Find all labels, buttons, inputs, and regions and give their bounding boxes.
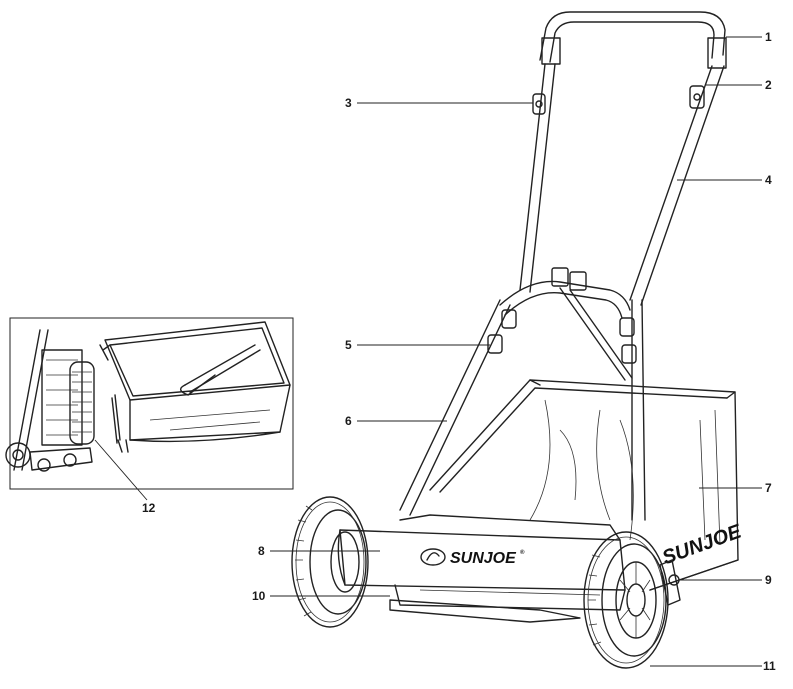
callout-3: 3 <box>345 96 352 110</box>
inset-frame <box>9 317 294 490</box>
housing-brand: SUNJOE ® <box>420 548 525 567</box>
callout-1: 1 <box>765 30 772 44</box>
housing-brand-text: SUNJOE <box>450 550 517 567</box>
callout-4: 4 <box>765 173 772 187</box>
callout-12: 12 <box>142 501 156 515</box>
upper-handle-tubes <box>519 63 725 306</box>
lower-handle <box>399 299 646 521</box>
callout-9: 9 <box>765 573 772 587</box>
handle-knobs <box>532 85 705 115</box>
housing-brand-trademark: ® <box>520 549 525 556</box>
callout-7: 7 <box>765 481 772 495</box>
inset-detail-view <box>5 317 294 490</box>
right-wheel <box>583 531 669 669</box>
handle-crossbar <box>499 267 633 381</box>
handle-clamps <box>487 309 637 364</box>
leader-lines <box>94 36 762 667</box>
reel-housing <box>337 514 626 623</box>
handle-top-bar <box>539 11 727 69</box>
inset-grass-catcher <box>99 321 291 453</box>
callout-2: 2 <box>765 78 772 92</box>
inset-reel-assembly <box>5 329 95 472</box>
height-adjuster-knob <box>659 559 681 606</box>
grass-catcher <box>429 379 739 591</box>
callout-labels: 1 2 3 4 5 6 7 8 9 10 11 12 <box>142 30 776 673</box>
callout-6: 6 <box>345 414 352 428</box>
sunjoe-logo-icon <box>420 548 446 566</box>
left-wheel <box>291 496 369 628</box>
callout-8: 8 <box>258 544 265 558</box>
callout-10: 10 <box>252 589 266 603</box>
callout-11: 11 <box>763 659 776 673</box>
callout-5: 5 <box>345 338 352 352</box>
mower-illustration: SUNJOE SUNJOE ® <box>291 11 745 669</box>
